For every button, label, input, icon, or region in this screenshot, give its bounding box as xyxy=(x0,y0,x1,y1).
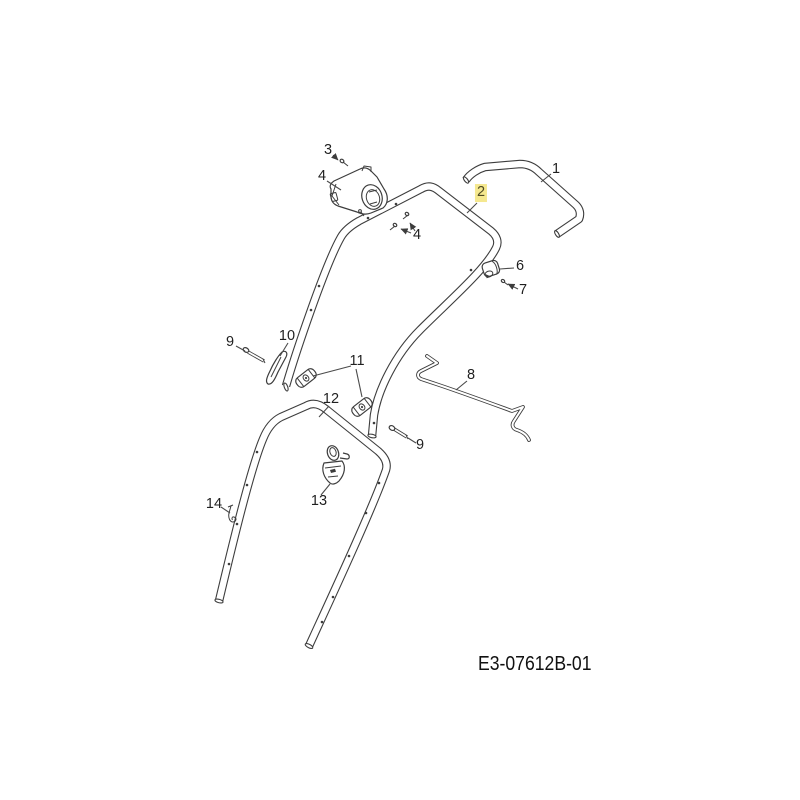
part-8-cable-guide-rod xyxy=(416,354,531,442)
callout-3[interactable]: 3 xyxy=(323,142,333,159)
part-3-screw xyxy=(339,158,349,167)
part-9-bolt-left xyxy=(242,347,266,364)
callout-6[interactable]: 6 xyxy=(515,258,525,275)
callout-1[interactable]: 1 xyxy=(551,161,561,178)
part-14-hook-clip xyxy=(227,504,237,523)
part-11-clamp-b xyxy=(351,397,373,417)
part-2-upper-handle xyxy=(281,182,502,439)
part-12-lower-handle xyxy=(214,399,391,650)
callout-14[interactable]: 14 xyxy=(205,496,223,513)
callout-10[interactable]: 10 xyxy=(278,328,296,345)
leader-lines xyxy=(220,152,552,514)
callout-7[interactable]: 7 xyxy=(518,282,528,299)
callout-11[interactable]: 11 xyxy=(349,353,365,370)
callout-13[interactable]: 13 xyxy=(310,493,328,510)
callout-4b[interactable]: 4 xyxy=(412,227,422,244)
part-9-bolt-right xyxy=(388,424,409,440)
part-6-cable-clip xyxy=(481,259,501,279)
part-1-upper-handle-bar xyxy=(462,159,585,238)
part-13-cam-lever xyxy=(322,445,350,485)
part-10-lever-clip xyxy=(265,350,288,385)
drawing-code: E3-07612B-01 xyxy=(478,653,592,675)
part-4-switch-housing xyxy=(329,165,388,217)
part-11-clamp-a xyxy=(295,368,317,388)
callout-4a[interactable]: 4 xyxy=(317,168,327,185)
callout-2[interactable]: 2 xyxy=(474,184,488,202)
callout-9a[interactable]: 9 xyxy=(225,334,235,351)
part-4-screws xyxy=(389,211,410,231)
callout-12[interactable]: 12 xyxy=(322,391,340,408)
callout-8[interactable]: 8 xyxy=(466,367,476,384)
part-7-screw xyxy=(500,278,509,286)
callout-9b[interactable]: 9 xyxy=(415,437,425,454)
